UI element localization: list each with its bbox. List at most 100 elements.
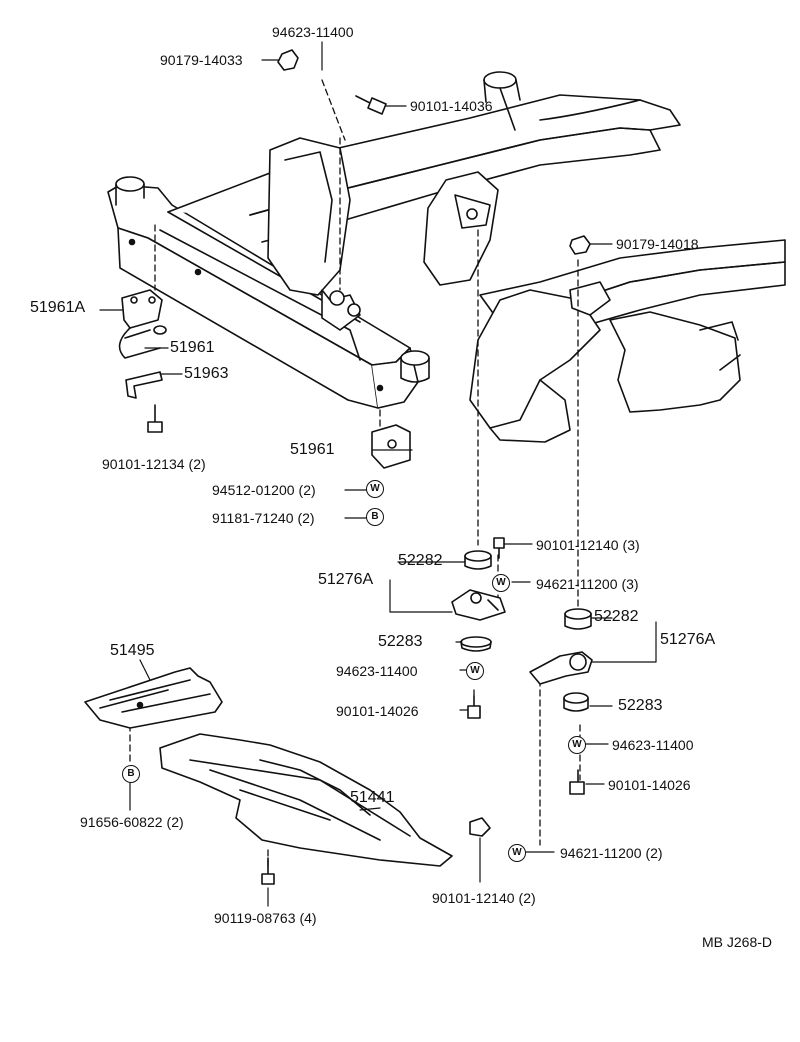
part-label-90101-14036: 90101-14036: [410, 98, 493, 114]
washer-symbol: W: [568, 736, 586, 754]
part-quantity: (2): [518, 890, 536, 906]
part-label-94512-01200: 94512-01200(2): [212, 482, 316, 498]
part-label-94623-11400-right: 94623-11400: [612, 737, 693, 753]
bolt-90101-12140-upper: [493, 537, 505, 559]
part-label-90119-08763: 90119-08763(4): [214, 910, 317, 926]
part-number: 52283: [378, 633, 423, 650]
part-number: 94623-11400: [336, 663, 418, 679]
part-label-52283-right: 52283: [618, 698, 663, 714]
bolt-symbol: B: [366, 508, 384, 526]
mount-51276A-right: [529, 651, 593, 685]
bolt-90101-14026-left: [467, 695, 481, 719]
part-number: 52282: [594, 608, 639, 625]
part-label-90101-12134: 90101-12134(2): [102, 456, 206, 472]
part-number: 51276A: [660, 631, 716, 648]
part-number: 91656-60822: [80, 814, 163, 830]
part-label-51441: 51441: [350, 790, 395, 806]
part-number: 51495: [110, 642, 155, 659]
washer-symbol: W: [366, 480, 384, 498]
bolt-90101-14026-right: [569, 769, 585, 795]
part-number: 90101-12140: [432, 890, 515, 906]
part-number: 51441: [350, 789, 395, 806]
part-number: 51963: [184, 365, 229, 382]
part-quantity: (2): [166, 814, 184, 830]
nut-90179-14018: [569, 235, 591, 255]
bolt-90101-12140-lower: [469, 817, 491, 837]
part-label-90101-12140-3: 90101-12140(3): [536, 537, 640, 553]
washer-symbol: W: [492, 574, 510, 592]
part-number: 94623-11400: [612, 737, 694, 753]
part-number: 51961A: [30, 299, 86, 316]
part-quantity: (2): [645, 845, 663, 861]
cushion-52282-right: [564, 608, 592, 630]
part-quantity: (3): [621, 576, 639, 592]
label-leaders: [99, 41, 657, 907]
assembly-leader-lines: [129, 79, 581, 869]
part-label-94621-11200-3: 94621-11200(3): [536, 576, 639, 592]
part-label-94623-11400-mid: 94623-11400: [336, 663, 417, 679]
part-number: 91181-71240: [212, 510, 294, 526]
part-quantity: (2): [298, 482, 316, 498]
part-label-51963: 51963: [184, 366, 229, 382]
nut-90179-14033: [277, 49, 299, 71]
clip-51961-upper: [118, 325, 167, 359]
bolt-90119-08763: [261, 857, 275, 885]
part-label-90101-14026-right: 90101-14026: [608, 777, 691, 793]
part-label-94623-11400-top: 94623-11400: [272, 24, 353, 40]
mount-51276A-left: [451, 589, 506, 621]
part-label-90101-12140-2: 90101-12140(2): [432, 890, 536, 906]
bracket-51961-lower: [371, 424, 411, 469]
frame-mount-bracket-left: [267, 137, 361, 331]
cover-51495: [84, 667, 223, 729]
part-label-90179-14018: 90179-14018: [616, 236, 699, 252]
part-label-51961A: 51961A: [30, 300, 85, 316]
part-number: 90119-08763: [214, 910, 296, 926]
bracket-51961A: [121, 289, 163, 329]
part-label-51276A-left: 51276A: [318, 572, 373, 588]
part-number: 90101-12140: [536, 537, 619, 553]
part-label-51961-lower: 51961: [290, 442, 335, 458]
part-label-52283-left: 52283: [378, 634, 423, 650]
part-label-51961-upper: 51961: [170, 340, 215, 356]
part-number: 90101-12134: [102, 456, 185, 472]
part-label-51276A-right: 51276A: [660, 632, 715, 648]
part-label-52282-left: 52282: [398, 553, 443, 569]
part-label-51495: 51495: [110, 643, 155, 659]
part-label-52282-right: 52282: [594, 609, 639, 625]
part-quantity: (2): [188, 456, 206, 472]
part-number: 94512-01200: [212, 482, 295, 498]
part-number: 51961: [170, 339, 215, 356]
part-label-91181-71240: 91181-71240(2): [212, 510, 315, 526]
part-label-91656-60822: 91656-60822(2): [80, 814, 184, 830]
part-number: 90179-14018: [616, 236, 699, 252]
part-number: 52282: [398, 552, 443, 569]
part-number: 52283: [618, 697, 663, 714]
part-number: 90101-14026: [336, 703, 419, 719]
part-number: 94621-11200: [536, 576, 618, 592]
strap-51963: [125, 371, 163, 399]
part-label-94621-11200-2: 94621-11200(2): [560, 845, 663, 861]
part-label-90179-14033: 90179-14033: [160, 52, 243, 68]
part-number: 90101-14036: [410, 98, 493, 114]
part-number: 94621-11200: [560, 845, 642, 861]
washer-symbol: W: [466, 662, 484, 680]
part-label-90101-14026-left: 90101-14026: [336, 703, 419, 719]
cover-51441: [159, 733, 453, 867]
part-number: 94623-11400: [272, 24, 354, 40]
part-quantity: (4): [299, 910, 317, 926]
part-number: 90101-14026: [608, 777, 691, 793]
right-side-rail: [469, 239, 786, 443]
bolt-90101-12134: [147, 404, 163, 433]
part-number: 51961: [290, 441, 335, 458]
part-number: 51276A: [318, 571, 374, 588]
part-quantity: (2): [297, 510, 315, 526]
bolt-90101-14036: [355, 95, 387, 115]
cushion-52283-left: [460, 636, 492, 652]
bolt-symbol: B: [122, 765, 140, 783]
cushion-52283-right: [563, 692, 589, 712]
cushion-52282-left: [464, 550, 492, 570]
diagram-code: MB J268-D: [702, 934, 773, 950]
washer-symbol: W: [508, 844, 526, 862]
part-quantity: (3): [622, 537, 640, 553]
